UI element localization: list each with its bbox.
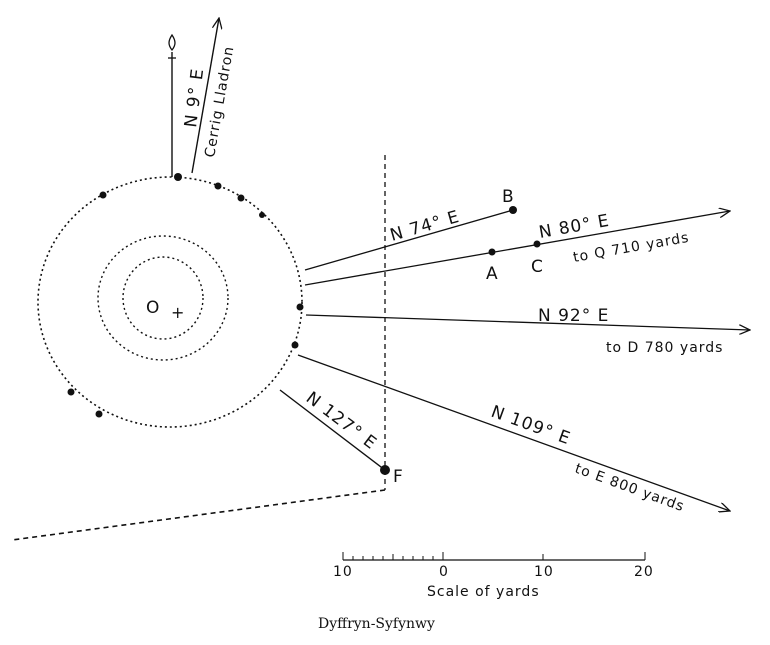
point-f-label: F [393,467,404,487]
point-a-label: A [486,264,499,284]
scale-tick-label: 20 [634,564,654,580]
point-f-marker [380,465,390,475]
to-d-label: to D 780 yards [606,340,723,356]
dashed-boundary [11,489,386,541]
scale-ticks [342,552,646,560]
figure-caption: Dyffryn-Syfynwy [318,616,435,632]
middle-circle [97,235,229,361]
bearing-d: N 92° E [538,306,609,326]
point-c-label: C [531,257,544,277]
to-e-label: to E 800 yards [573,461,687,516]
centre-cross: + [171,303,184,322]
point-b-marker [509,206,517,214]
point-a-marker [488,248,496,256]
line-d [305,314,750,330]
centre-label: O [146,298,160,318]
outer-circle [37,176,303,428]
north-arrow-icon [168,33,176,59]
line-e [297,354,730,511]
line-b [304,209,514,271]
scale-title: Scale of yards [427,584,540,600]
cerrig-label: Cerrig Lladron [202,45,237,159]
cerrig-line [191,18,219,174]
line-f [279,389,386,471]
scale-tick-label: 10 [534,564,554,580]
point-b-label: B [502,187,515,207]
stones [67,173,541,475]
bearing-f: N 127° E [302,388,380,454]
point-c-marker [533,240,541,248]
bearing-e: N 109° E [488,402,573,449]
line-q [304,211,730,286]
bearing-north-cerrig: N 9° E [181,67,208,129]
inner-circle [122,256,204,340]
scale-tick-label: 0 [439,564,449,580]
scale-tick-label: 10 [333,564,353,580]
bearing-b: N 74° E [388,207,462,246]
